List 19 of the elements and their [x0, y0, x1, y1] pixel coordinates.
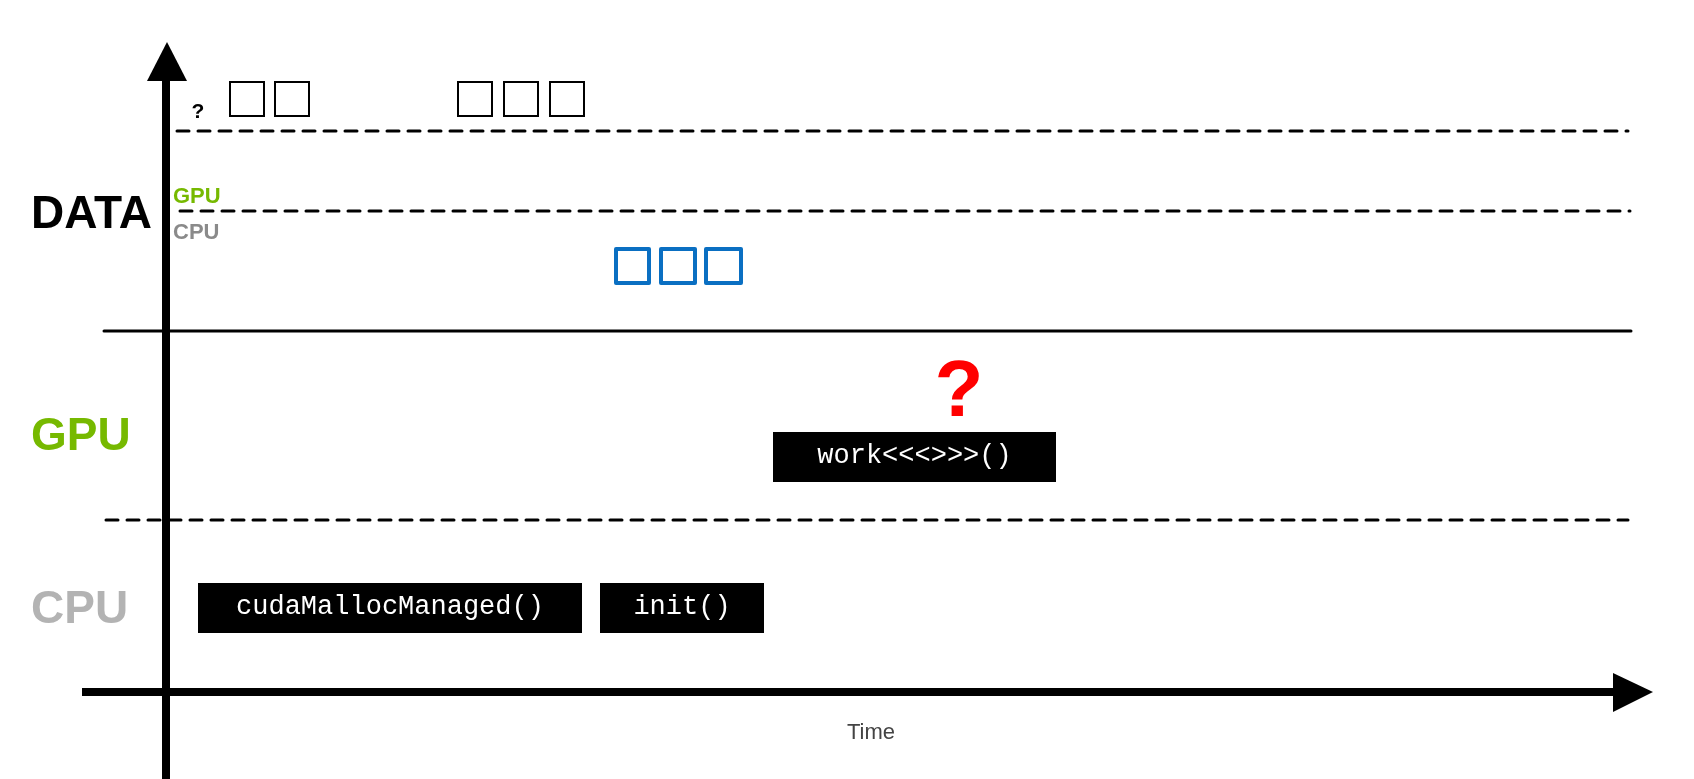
page-square — [229, 81, 265, 117]
lane-label: CPU — [31, 584, 129, 630]
function-block: cudaMallocManaged() — [198, 583, 582, 633]
question-mark: ? — [191, 99, 205, 121]
page-square — [659, 247, 697, 285]
page-square — [549, 81, 585, 117]
page-square — [457, 81, 493, 117]
memory-label: GPU — [173, 185, 221, 207]
memory-label: CPU — [173, 221, 220, 243]
lane-label: DATA — [31, 189, 152, 235]
question-mark: ? — [934, 349, 984, 429]
page-square — [704, 247, 743, 285]
page-square — [503, 81, 539, 117]
page-square — [614, 247, 651, 285]
function-block: init() — [600, 583, 764, 633]
function-block: work<<<>>>() — [773, 432, 1056, 482]
lane-label: GPU — [31, 411, 131, 457]
axis-label: Time — [846, 721, 896, 743]
page-square — [274, 81, 310, 117]
